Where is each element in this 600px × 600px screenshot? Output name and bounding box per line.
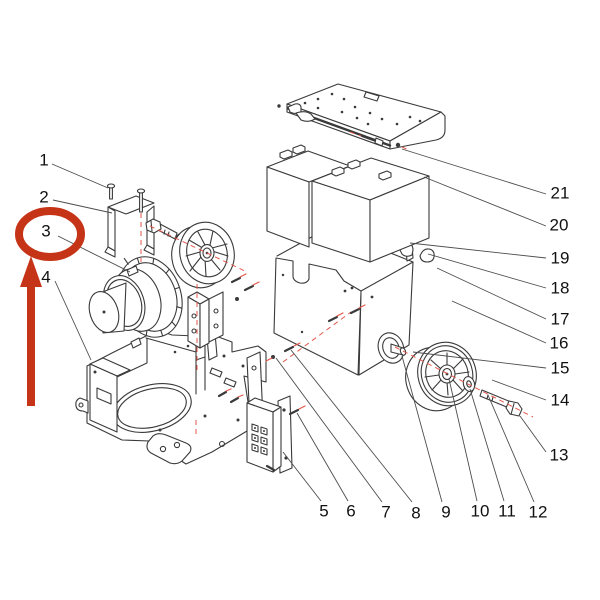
leader-line-20 [423, 176, 547, 227]
plate-latches [277, 103, 316, 122]
callout-number-6: 6 [346, 502, 355, 521]
leader-line-19 [409, 242, 547, 259]
callout-number-18: 18 [551, 279, 570, 298]
wheel-hub [377, 332, 407, 364]
leader-line-14 [491, 379, 547, 401]
leader-line-7 [275, 357, 383, 503]
callout-number-14: 14 [551, 391, 570, 410]
leader-line-6 [296, 412, 349, 502]
box-face-screws [327, 304, 366, 323]
chassis-frame [75, 330, 267, 465]
leader-line-16 [451, 300, 547, 344]
stabilizer-wheel [171, 221, 235, 289]
callout-number-5: 5 [319, 502, 328, 521]
callout-number-16: 16 [550, 334, 569, 353]
controller-screws [265, 342, 306, 472]
drive-wheel-bolt [479, 389, 523, 417]
highlight-arrow-annotation [20, 256, 42, 406]
leader-line-1 [51, 163, 109, 189]
callout-number-11: 11 [498, 502, 516, 521]
callout-number-10: 10 [471, 502, 490, 521]
leader-line-3 [57, 235, 131, 273]
stabilizer-spokes [185, 230, 229, 277]
bolt-2 [136, 188, 146, 213]
plate-bolt [349, 131, 410, 151]
stabilizer-axle-bolt [145, 218, 178, 240]
drive-wheel-spokes [424, 352, 470, 396]
drive-motor [88, 256, 183, 349]
callout-number-3: 3 [41, 222, 50, 241]
leader-line-5 [282, 451, 322, 502]
callout-number-2: 2 [39, 188, 48, 207]
callout-number-12: 12 [529, 503, 548, 522]
bracket-screws [230, 273, 260, 301]
leader-line-12 [487, 394, 535, 503]
leader-line-21 [401, 148, 547, 195]
leader-line-17 [436, 267, 547, 320]
leader-line-18 [427, 253, 547, 289]
centerlines [140, 213, 534, 438]
callout-number-20: 20 [550, 216, 569, 235]
terminal-block [251, 423, 268, 456]
motor-mount-bracket [187, 273, 260, 349]
controller-unit [246, 342, 306, 474]
callout-number-17: 17 [551, 310, 570, 329]
callout-number-13: 13 [550, 446, 569, 465]
callout-number-1: 1 [39, 151, 48, 170]
callout-number-7: 7 [381, 503, 390, 522]
plate-holes [303, 92, 422, 126]
battery-box-left [266, 144, 351, 248]
leader-line-13 [519, 415, 547, 453]
drive-wheel [405, 341, 477, 412]
bolt-1 [106, 183, 116, 200]
top-cover-plate [277, 83, 446, 151]
battery-box-right [311, 157, 430, 263]
leader-line-4 [54, 280, 92, 361]
callout-number-8: 8 [411, 504, 420, 523]
leader-line-9 [401, 355, 443, 503]
callout-number-21: 21 [551, 184, 570, 203]
leader-line-8 [290, 349, 413, 503]
chassis-screws [217, 388, 244, 404]
callout-number-15: 15 [551, 359, 570, 378]
highlight-circle-annotation [15, 207, 85, 261]
callout-number-4: 4 [41, 268, 50, 287]
callout-number-19: 19 [551, 249, 570, 268]
leader-line-10 [448, 378, 478, 502]
callout-number-9: 9 [441, 503, 450, 522]
leader-line-15 [412, 351, 547, 369]
leader-line-2 [52, 199, 113, 214]
highlight-annotations [15, 207, 85, 406]
leader-line-11 [469, 388, 505, 502]
